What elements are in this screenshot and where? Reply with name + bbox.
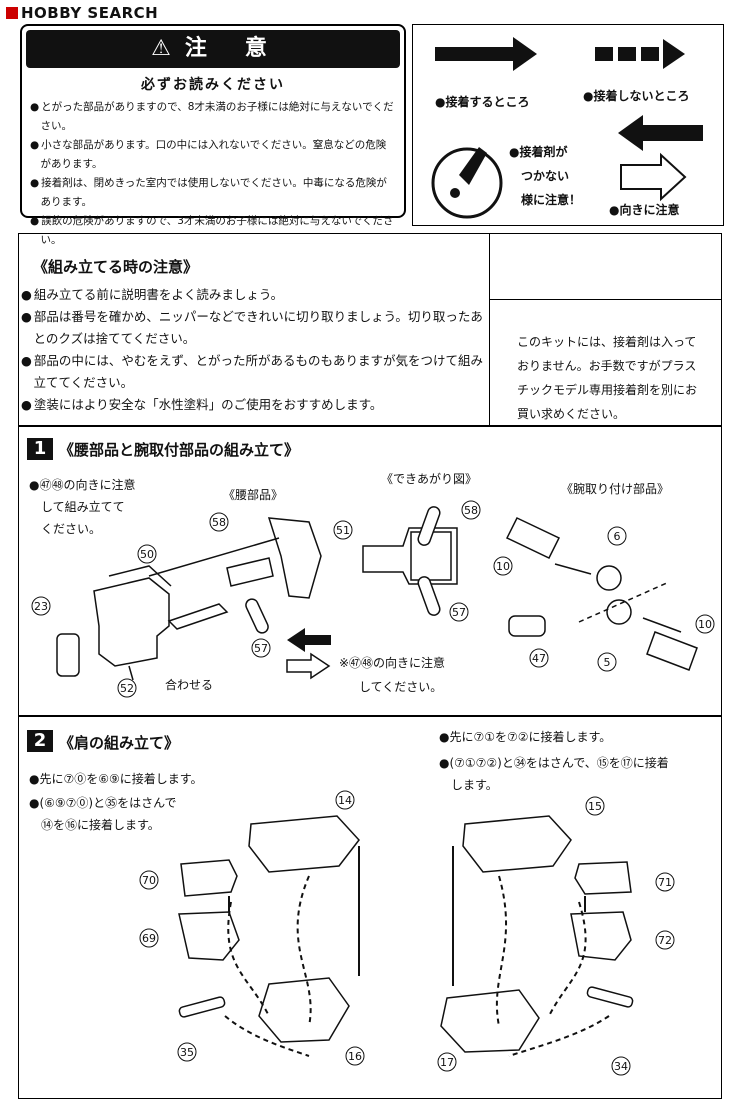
legend-glue-label: ●接着するところ xyxy=(435,95,530,109)
warning-item: 誤飲の危険がありますので、3才未満のお子様には絶対に与えないでください。 xyxy=(30,212,396,250)
part-label: 10 xyxy=(496,560,510,573)
solid-arrow-icon xyxy=(435,37,537,71)
step-title: 《腰部品と腕取付部品の組み立て》 xyxy=(59,441,300,459)
legend-glue-warning-2: つかない xyxy=(521,169,570,183)
direction-note-1: ※㊼㊽の向きに注意 xyxy=(339,656,446,670)
step2-right-note-2: ●(⑦①⑦②)と㉞をはさんで、⑮を⑰に接着 xyxy=(439,756,669,770)
part-label: 58 xyxy=(464,504,478,517)
part-label: 17 xyxy=(440,1056,454,1069)
part-label: 47 xyxy=(532,652,546,665)
left-arrow-icon xyxy=(618,115,703,151)
complete-label: 《できあがり図》 xyxy=(381,472,478,486)
glue-not-included-note: このキットには、接着剤は入っておりません。お手数ですがプラスチックモデル専用接着… xyxy=(517,335,698,421)
part-label: 14 xyxy=(338,794,352,807)
step2-diagram: 14 70 69 35 16 15 71 72 17 34 xyxy=(139,790,675,1076)
step-number: 1 xyxy=(27,438,53,460)
right-outline-arrow-icon xyxy=(620,152,687,202)
legend-graphics xyxy=(431,37,703,219)
warning-triangle-icon: ⚠ xyxy=(151,36,179,61)
legend-glue-warning-1: ●接着剤が xyxy=(509,145,568,159)
step-1-section: 1 《腰部品と腕取付部品の組み立て》 ●㊼㊽の向きに注意 して組み立てて くださ… xyxy=(18,425,722,717)
part-label: 15 xyxy=(588,800,602,813)
legend-direction-label: ●向きに注意 xyxy=(609,203,680,217)
warning-box: ⚠注 意 必ずお読みください とがった部品がありますので、8才未満のお子様には絶… xyxy=(20,24,406,246)
glue-dropper-icon xyxy=(431,147,503,219)
notice-item: 組み立てる前に説明書をよく読みましょう。 xyxy=(21,284,487,306)
step-number: 2 xyxy=(27,730,53,752)
part-label: 57 xyxy=(452,606,466,619)
part-label: 6 xyxy=(614,530,621,543)
step1-diagram: 58 51 50 23 57 52 58 57 10 6 10 47 5 xyxy=(31,500,715,698)
part-label: 10 xyxy=(698,618,712,631)
site-logo: HOBBY SEARCH xyxy=(6,4,158,22)
notice-list: 組み立てる前に説明書をよく読みましょう。 部品は番号を確かめ、ニッパーなどできれ… xyxy=(21,284,487,416)
notice-title: 《組み立てる時の注意》 xyxy=(33,258,199,276)
align-label: 合わせる xyxy=(165,678,214,692)
legend-box: ●接着するところ ●接着しないところ ●接着剤が つかない 様に注意！ ●向きに… xyxy=(412,24,724,226)
part-label: 34 xyxy=(614,1060,628,1073)
part-label: 16 xyxy=(348,1050,362,1063)
part-label: 23 xyxy=(34,600,48,613)
part-label: 57 xyxy=(254,642,268,655)
warning-item: 小さな部品があります。口の中には入れないでください。窒息などの危険があります。 xyxy=(30,136,396,174)
assembly-notice-box: 《組み立てる時の注意》 組み立てる前に説明書をよく読みましょう。 部品は番号を確… xyxy=(18,233,722,427)
part-label: 35 xyxy=(180,1046,194,1059)
step2-left-note-2: ●(⑥⑨⑦⓪)と㉟をはさんで xyxy=(29,796,177,810)
part-label: 58 xyxy=(212,516,226,529)
notice-item: 部品は番号を確かめ、ニッパーなどできれいに切り取りましょう。切り取ったあとのクズ… xyxy=(21,306,487,350)
warning-item: 接着剤は、閉めきった室内では使用しないでください。中毒になる危険があります。 xyxy=(30,174,396,212)
legend-glue-warning-3: 様に注意！ xyxy=(521,193,582,207)
part-label: 50 xyxy=(140,548,154,561)
part-label: 72 xyxy=(658,934,672,947)
step1-note-1: ●㊼㊽の向きに注意 xyxy=(29,478,136,492)
part-label: 71 xyxy=(658,876,672,889)
step2-right-note-1: ●先に⑦①を⑦②に接着します。 xyxy=(439,730,612,744)
step2-left-note-1: ●先に⑦⓪を⑥⑨に接着します。 xyxy=(29,772,203,786)
notice-item: 塗装にはより安全な「水性塗料」のご使用をおすすめします。 xyxy=(21,394,487,416)
waist-label: 《腰部品》 xyxy=(223,488,284,502)
step1-note-3: ください。 xyxy=(41,522,102,536)
warning-item: とがった部品がありますので、8才未満のお子様には絶対に与えないでください。 xyxy=(30,98,396,136)
step2-right-note-3: します。 xyxy=(451,778,498,792)
part-label: 52 xyxy=(120,682,134,695)
step-title: 《肩の組み立て》 xyxy=(59,734,180,752)
notice-item: 部品の中には、やむをえず、とがった所があるものもありますが気をつけて組み立ててく… xyxy=(21,350,487,394)
step1-note-2: して組み立てて xyxy=(41,500,125,514)
direction-arrows-icon xyxy=(286,628,331,680)
part-label: 5 xyxy=(604,656,611,669)
direction-note-2: してください。 xyxy=(359,680,443,694)
part-label: 69 xyxy=(142,932,156,945)
legend-noglue-label: ●接着しないところ xyxy=(583,89,690,103)
arm-label: 《腕取り付け部品》 xyxy=(561,482,670,496)
warning-title: ⚠注 意 xyxy=(26,30,400,68)
dashed-arrow-icon xyxy=(595,39,685,69)
warning-subtitle: 必ずお読みください xyxy=(141,77,285,93)
part-label: 70 xyxy=(142,874,156,887)
part-label: 51 xyxy=(336,524,350,537)
step2-left-note-3: ⑭を⑯に接着します。 xyxy=(41,818,160,832)
warning-list: とがった部品がありますので、8才未満のお子様には絶対に与えないでください。 小さ… xyxy=(30,98,396,250)
step-2-section: 2 《肩の組み立て》 ●先に⑦⓪を⑥⑨に接着します。 ●(⑥⑨⑦⓪)と㉟をはさん… xyxy=(18,715,722,1099)
